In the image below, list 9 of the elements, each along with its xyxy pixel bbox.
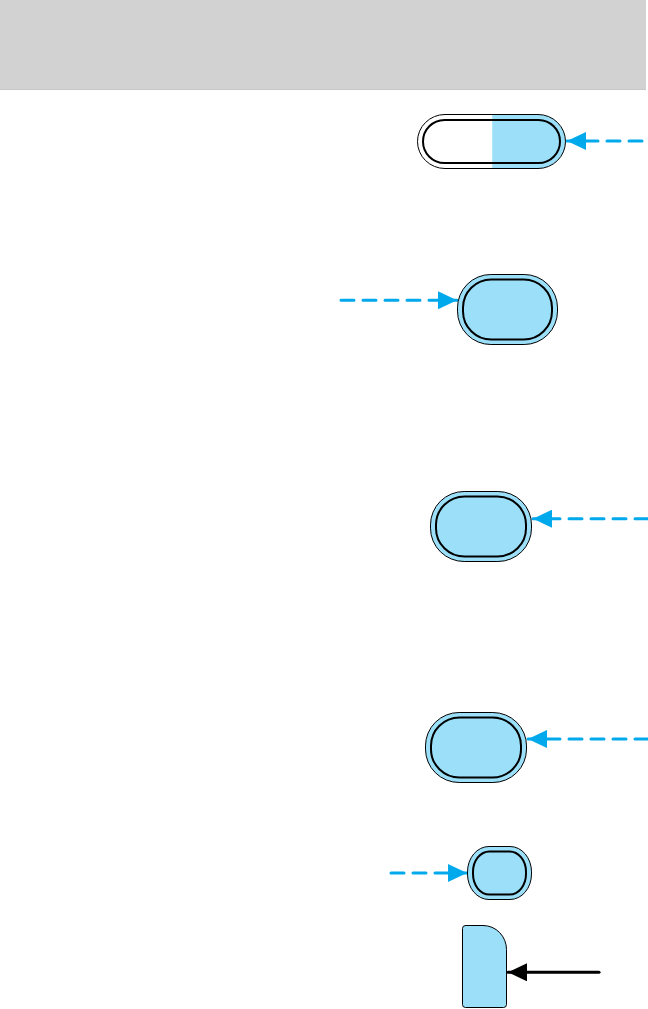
arrow bbox=[526, 730, 648, 748]
arrow bbox=[389, 864, 469, 882]
arrow bbox=[506, 963, 601, 982]
arrow bbox=[565, 131, 644, 150]
arrow bbox=[531, 509, 648, 528]
push-button bbox=[467, 846, 532, 900]
paddle-switch bbox=[462, 925, 507, 1008]
arrow bbox=[339, 291, 459, 310]
rocker-switch bbox=[417, 114, 566, 169]
